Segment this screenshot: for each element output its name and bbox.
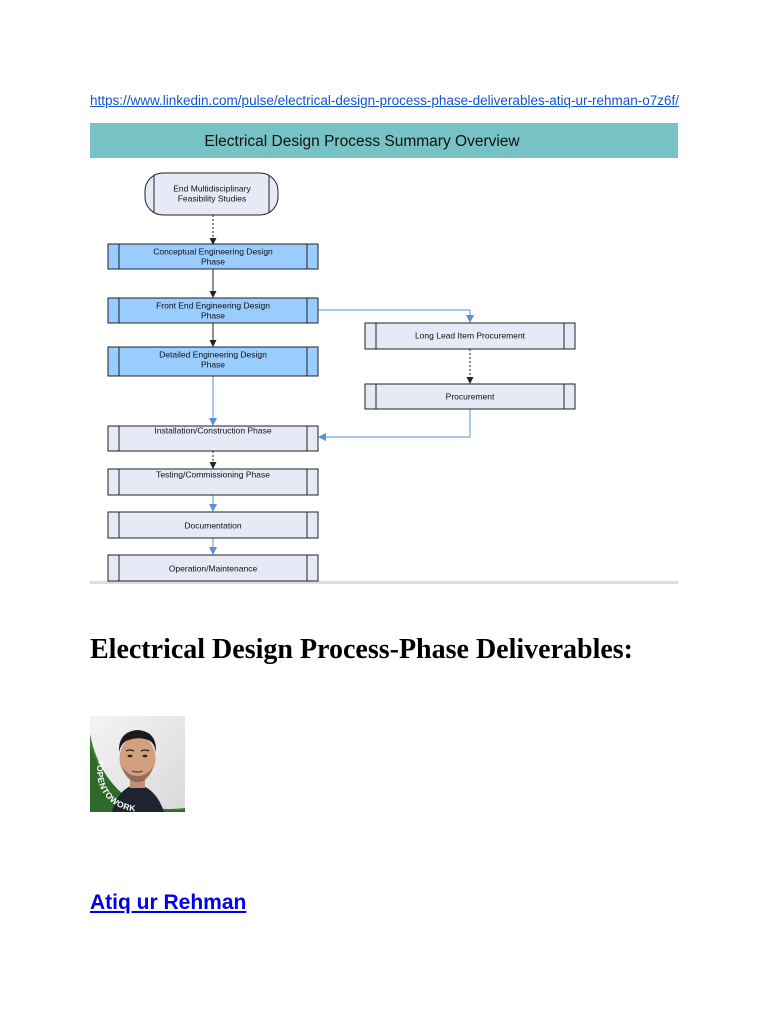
- node-detailed-design: Detailed Engineering Design Phase: [107, 346, 319, 377]
- diagram-bottom-rule: [90, 581, 678, 584]
- node-procurement-label: Procurement: [446, 391, 495, 401]
- node-long-lead-procurement: Long Lead Item Procurement: [364, 322, 576, 350]
- source-url-link[interactable]: https://www.linkedin.com/pulse/electrica…: [90, 93, 680, 108]
- node-conceptual-line1: Conceptual Engineering Design: [153, 246, 273, 256]
- node-testing: Testing/Commissioning Phase: [107, 468, 319, 496]
- node-documentation-label: Documentation: [184, 520, 241, 530]
- node-detailed-line2: Phase: [201, 359, 225, 369]
- node-front-end-design: Front End Engineering Design Phase: [107, 297, 319, 324]
- node-conceptual-design: Conceptual Engineering Design Phase: [107, 243, 319, 270]
- node-front-end-line2: Phase: [201, 310, 225, 320]
- diagram-header-band: [90, 123, 678, 158]
- node-operation: Operation/Maintenance: [107, 554, 319, 582]
- node-start-line2: Feasibility Studies: [178, 193, 247, 203]
- node-conceptual-line2: Phase: [201, 256, 225, 266]
- node-operation-label: Operation/Maintenance: [169, 563, 258, 573]
- node-front-end-line1: Front End Engineering Design: [156, 300, 270, 310]
- node-testing-label: Testing/Commissioning Phase: [156, 469, 270, 479]
- person-face: [119, 736, 156, 780]
- node-installation-label: Installation/Construction Phase: [154, 425, 271, 435]
- page-heading: Electrical Design Process-Phase Delivera…: [90, 634, 634, 665]
- person-shirt: [112, 784, 164, 812]
- node-long-lead-label: Long Lead Item Procurement: [415, 330, 526, 340]
- node-installation: Installation/Construction Phase: [107, 425, 319, 452]
- node-detailed-line1: Detailed Engineering Design: [159, 349, 267, 359]
- node-procurement: Procurement: [364, 383, 576, 410]
- node-start-feasibility: End Multidisciplinary Feasibility Studie…: [144, 172, 279, 216]
- node-start-line1: End Multidisciplinary: [173, 183, 251, 193]
- author-name-link[interactable]: Atiq ur Rehman: [90, 891, 247, 914]
- node-documentation: Documentation: [107, 511, 319, 539]
- author-avatar[interactable]: #OPENTOWORK: [90, 716, 185, 812]
- diagram-title: Electrical Design Process Summary Overvi…: [204, 133, 520, 150]
- connector-lines: [209, 215, 474, 555]
- process-flow-diagram: Electrical Design Process Summary Overvi…: [90, 123, 678, 585]
